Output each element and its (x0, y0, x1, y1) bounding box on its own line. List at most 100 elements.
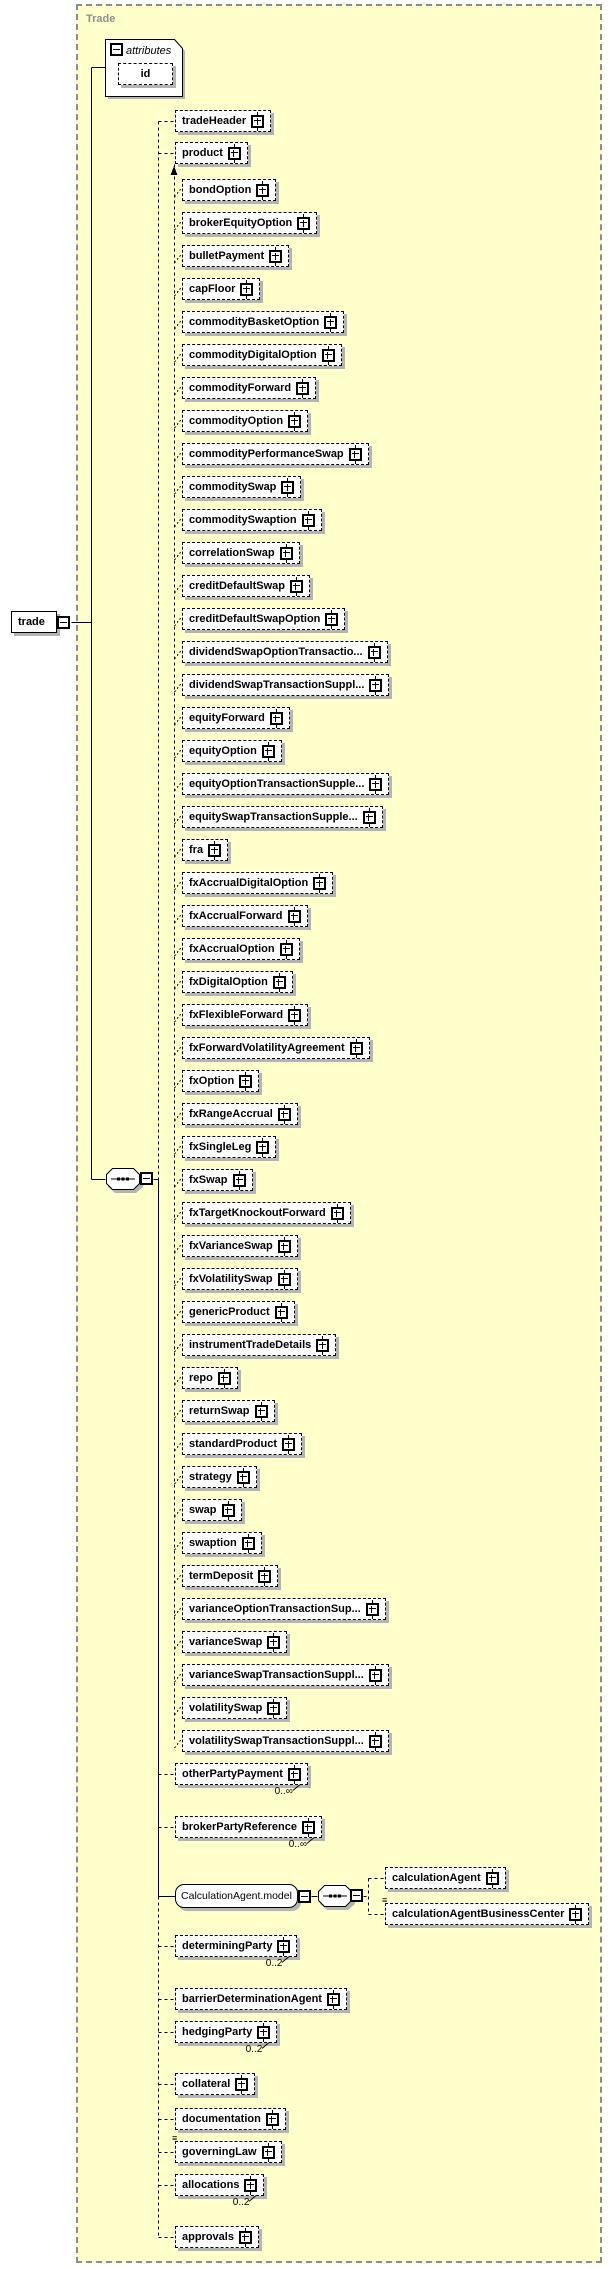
expand-icon[interactable] (274, 1302, 288, 1322)
expand-icon[interactable] (281, 477, 295, 497)
group-CalculationAgent-model[interactable]: CalculationAgent.model (175, 1884, 311, 1908)
expand-icon[interactable] (232, 1170, 246, 1190)
element-equitySwapTransactionSupple[interactable]: equitySwapTransactionSupple... (182, 806, 383, 828)
element-fxDigitalOption[interactable]: fxDigitalOption (182, 971, 293, 993)
element-fxAccrualForward[interactable]: fxAccrualForward (182, 905, 308, 927)
expand-icon[interactable] (287, 906, 301, 926)
expand-icon[interactable] (324, 312, 338, 332)
collapse-icon[interactable] (140, 1172, 153, 1185)
element-creditDefaultSwap[interactable]: creditDefaultSwap (182, 575, 310, 597)
expand-icon[interactable] (296, 378, 310, 398)
expand-icon[interactable] (368, 1665, 382, 1685)
expand-icon[interactable] (362, 807, 376, 827)
expand-icon[interactable] (313, 873, 327, 893)
expand-icon[interactable] (289, 576, 303, 596)
expand-icon[interactable] (267, 1632, 281, 1652)
expand-icon[interactable] (227, 143, 241, 163)
collapse-icon[interactable] (110, 43, 123, 56)
expand-icon[interactable] (279, 939, 293, 959)
element-standardProduct[interactable]: standardProduct (182, 1433, 303, 1455)
expand-icon[interactable] (235, 2074, 249, 2094)
element-fxAccrualDigitalOption[interactable]: fxAccrualDigitalOption (182, 872, 334, 894)
element-brokerEquityOption[interactable]: brokerEquityOption (182, 212, 318, 234)
element-commodityOption[interactable]: commodityOption (182, 410, 309, 432)
expand-icon[interactable] (277, 1269, 291, 1289)
element-documentation[interactable]: documentation (175, 2108, 286, 2130)
expand-icon[interactable] (217, 1368, 231, 1388)
element-volatilitySwap[interactable]: volatilitySwap (182, 1697, 288, 1719)
expand-icon[interactable] (267, 1698, 281, 1718)
expand-icon[interactable] (256, 180, 270, 200)
element-fxForwardVolatilityAgreement[interactable]: fxForwardVolatilityAgreement (182, 1037, 370, 1059)
expand-icon[interactable] (369, 675, 383, 695)
expand-icon[interactable] (325, 609, 339, 629)
element-commodityDigitalOption[interactable]: commodityDigitalOption (182, 344, 342, 366)
element-swap[interactable]: swap (182, 1499, 242, 1521)
element-fxFlexibleForward[interactable]: fxFlexibleForward (182, 1004, 309, 1026)
collapse-icon[interactable] (298, 1890, 311, 1903)
element-genericProduct[interactable]: genericProduct (182, 1301, 295, 1323)
element-trade[interactable]: trade (11, 611, 70, 633)
expand-icon[interactable] (257, 2022, 271, 2042)
element-swaption[interactable]: swaption (182, 1532, 262, 1554)
sequence-compositor[interactable] (317, 1885, 357, 1917)
element-fra[interactable]: fra (182, 839, 229, 861)
expand-icon[interactable] (241, 1533, 255, 1553)
expand-icon[interactable] (261, 741, 275, 761)
expand-icon[interactable] (348, 444, 362, 464)
expand-icon[interactable] (251, 111, 265, 131)
element-equityOptionTransactionSupple[interactable]: equityOptionTransactionSupple... (182, 773, 390, 795)
expand-icon[interactable] (240, 279, 254, 299)
expand-icon[interactable] (244, 2175, 258, 2195)
expand-icon[interactable] (301, 1817, 315, 1837)
element-bulletPayment[interactable]: bulletPayment (182, 245, 290, 267)
expand-icon[interactable] (288, 1005, 302, 1025)
element-varianceOptionTransactionSup[interactable]: varianceOptionTransactionSup... (182, 1598, 386, 1620)
element-bondOption[interactable]: bondOption (182, 179, 277, 201)
expand-icon[interactable] (569, 1904, 583, 1924)
element-approvals[interactable]: approvals (175, 2226, 259, 2248)
expand-icon[interactable] (368, 1731, 382, 1751)
expand-icon[interactable] (208, 840, 222, 860)
expand-icon[interactable] (258, 1566, 272, 1586)
expand-icon[interactable] (265, 2109, 279, 2129)
expand-icon[interactable] (256, 1137, 270, 1157)
element-dividendSwapOptionTransactio[interactable]: dividendSwapOptionTransactio... (182, 641, 388, 663)
expand-icon[interactable] (269, 708, 283, 728)
element-fxOption[interactable]: fxOption (182, 1070, 260, 1092)
element-governingLaw[interactable]: ≡governingLaw (172, 2133, 282, 2163)
element-fxSwap[interactable]: fxSwap (182, 1169, 253, 1191)
element-commoditySwap[interactable]: commoditySwap (182, 476, 302, 498)
expand-icon[interactable] (349, 1038, 363, 1058)
element-equityOption[interactable]: equityOption (182, 740, 282, 762)
expand-icon[interactable] (297, 213, 311, 233)
element-barrierDeterminationAgent[interactable]: barrierDeterminationAgent (175, 1988, 347, 2010)
element-strategy[interactable]: strategy (182, 1466, 257, 1488)
attribute-id[interactable]: id (118, 63, 173, 85)
element-varianceSwapTransactionSuppl[interactable]: varianceSwapTransactionSuppl... (182, 1664, 389, 1686)
expand-icon[interactable] (485, 1868, 499, 1888)
expand-icon[interactable] (277, 1236, 291, 1256)
expand-icon[interactable] (277, 1936, 291, 1956)
expand-icon[interactable] (254, 1401, 268, 1421)
expand-icon[interactable] (282, 1434, 296, 1454)
expand-icon[interactable] (321, 345, 335, 365)
element-calculationAgentBusinessCenter[interactable]: ≡calculationAgentBusinessCenter (382, 1895, 590, 1925)
element-volatilitySwapTransactionSuppl[interactable]: volatilitySwapTransactionSuppl... (182, 1730, 389, 1752)
element-equityForward[interactable]: equityForward (182, 707, 290, 729)
sequence-compositor[interactable] (105, 1168, 145, 1200)
element-capFloor[interactable]: capFloor (182, 278, 261, 300)
expand-icon[interactable] (236, 1467, 250, 1487)
expand-icon[interactable] (301, 510, 315, 530)
element-collateral[interactable]: collateral (175, 2073, 256, 2095)
expand-icon[interactable] (238, 2227, 252, 2247)
element-calculationAgent[interactable]: calculationAgent (385, 1867, 506, 1889)
element-instrumentTradeDetails[interactable]: instrumentTradeDetails (182, 1334, 337, 1356)
element-creditDefaultSwapOption[interactable]: creditDefaultSwapOption (182, 608, 346, 630)
expand-icon[interactable] (287, 1764, 301, 1784)
element-commoditySwaption[interactable]: commoditySwaption (182, 509, 322, 531)
expand-icon[interactable] (365, 1599, 379, 1619)
